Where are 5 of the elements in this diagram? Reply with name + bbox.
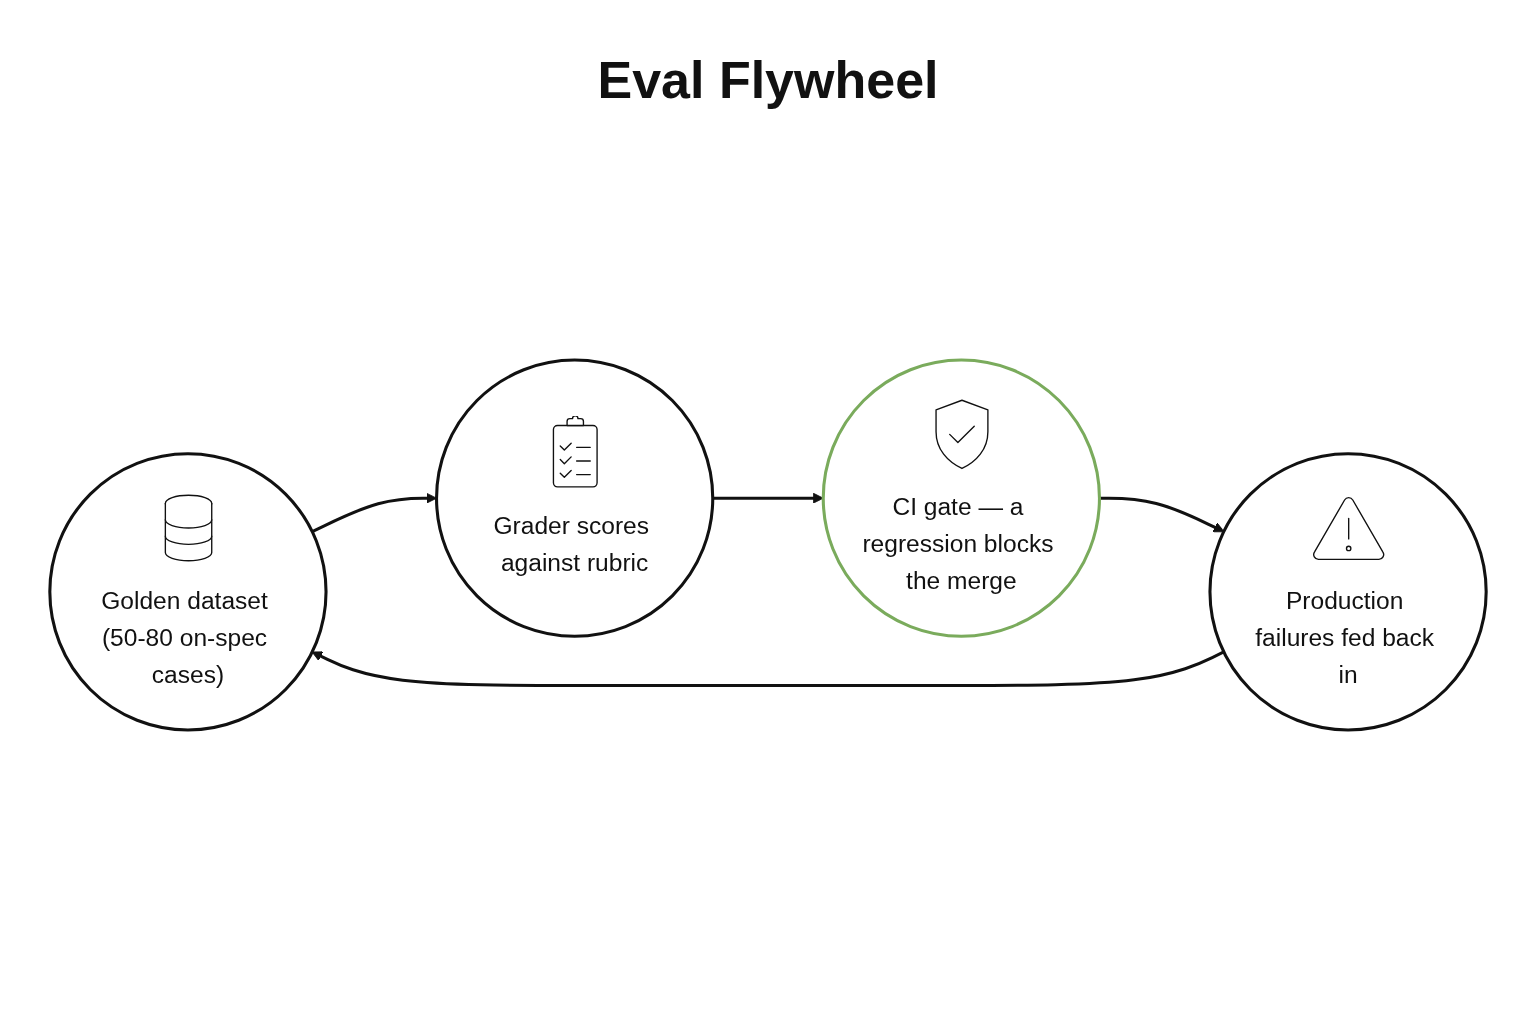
node-circle: Golden dataset (50-80 on-spec cases) <box>48 452 328 732</box>
node-circle: CI gate — a regression blocks the merge <box>821 358 1101 638</box>
node-circle: Production failures fed back in <box>1208 452 1488 732</box>
diagram-title: Eval Flywheel <box>597 50 939 110</box>
node-circle: Grader scores against rubric <box>435 358 715 638</box>
